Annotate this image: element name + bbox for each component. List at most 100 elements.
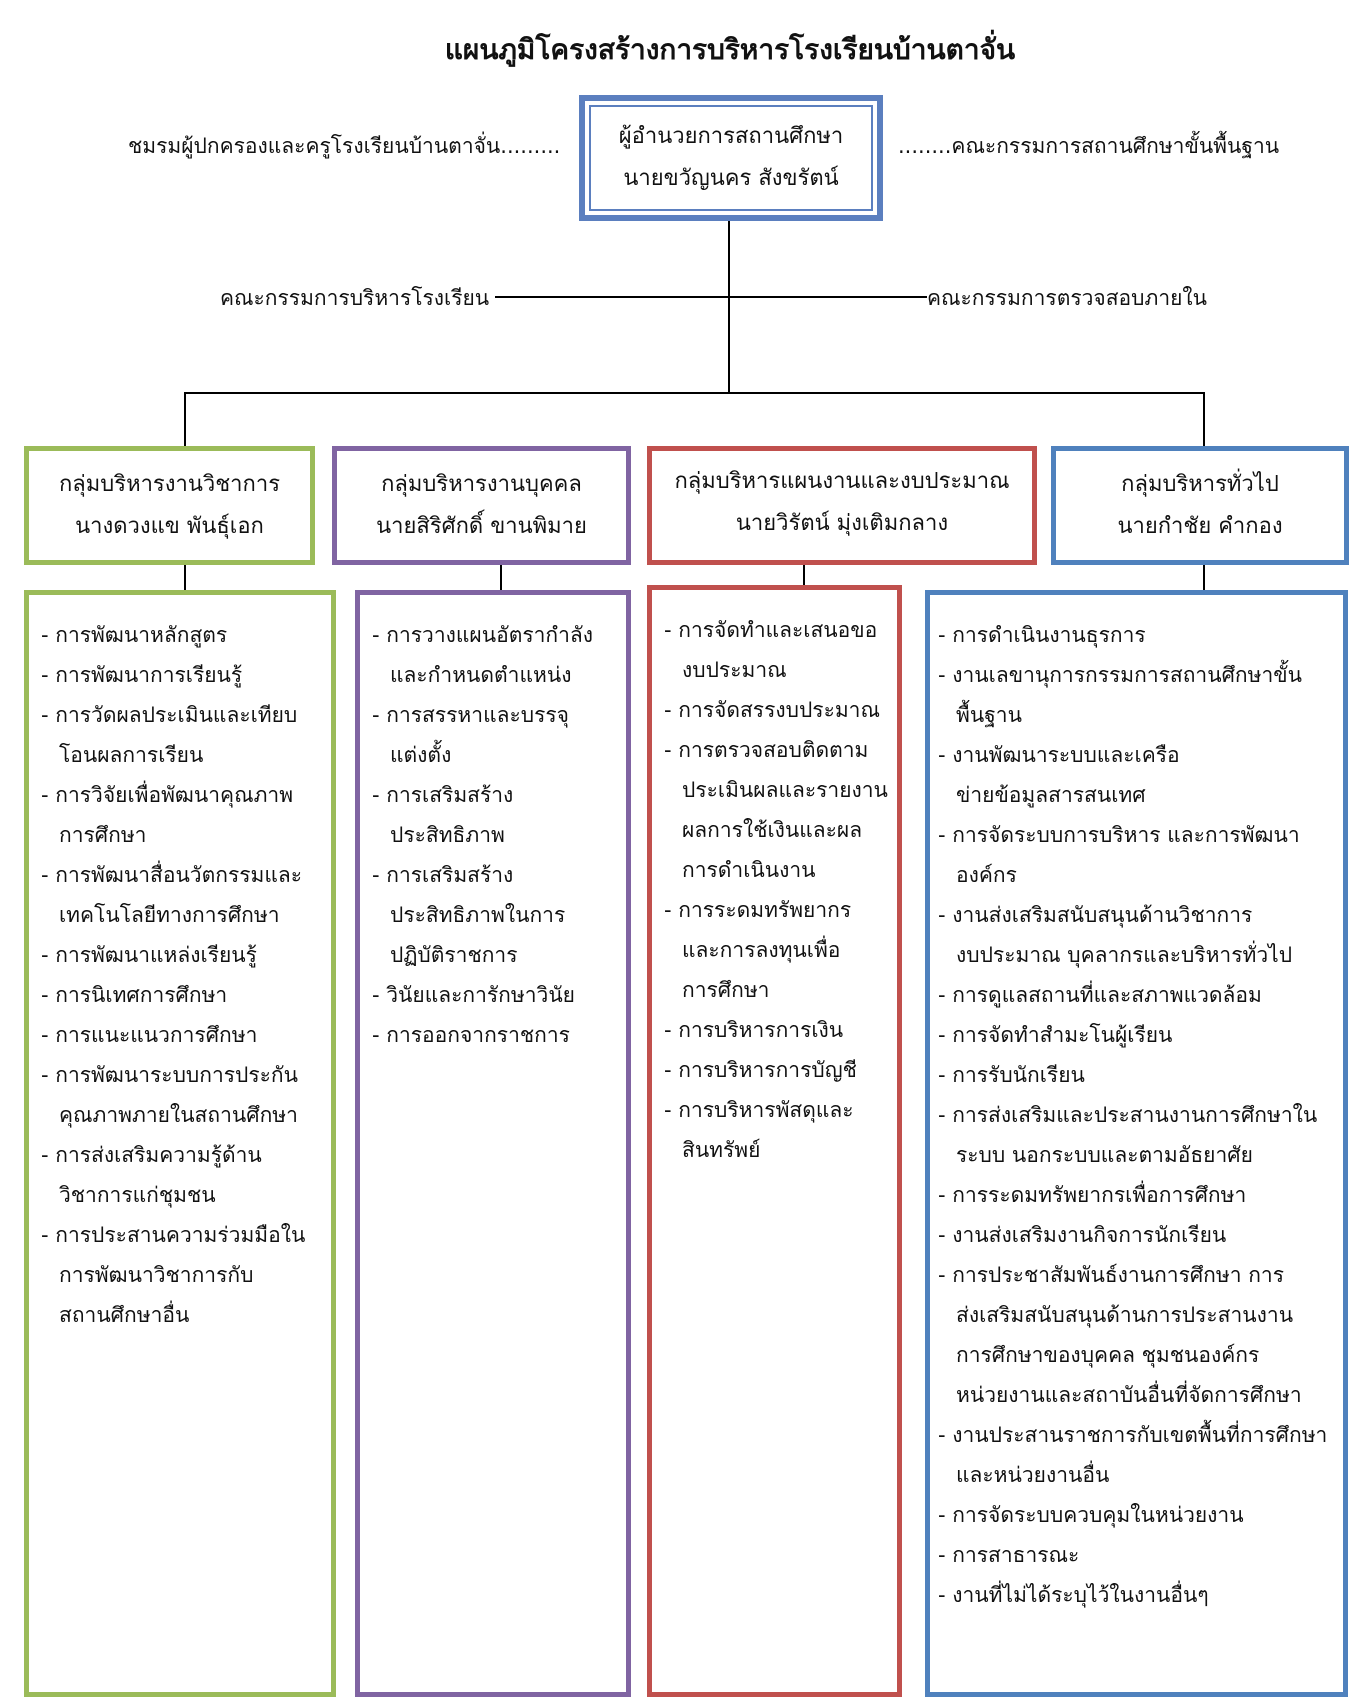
duty-text: การประสานความร่วมมือใน การพัฒนาวิชาการกั… [55,1223,306,1327]
duty-text: การแนะแนวการศึกษา [55,1023,258,1047]
connector-vertical [728,221,730,393]
internal-audit-committee-label: คณะกรรมการตรวจสอบภายใน [927,286,1208,310]
group-budget: กลุ่มบริหารแผนงานและงบประมาณ นายวิรัตน์ … [647,446,1037,565]
duty-text: การพัฒนาการเรียนรู้ [55,663,243,687]
duty-item: - การจัดระบบควบคุมในหน่วยงาน [938,1503,1244,1527]
duty-text: งานส่งเสริมสนับสนุนด้านวิชาการ งบประมาณ … [952,903,1293,967]
duty-text: การพัฒนาแหล่งเรียนรู้ [55,943,257,967]
duty-item: - การจัดทำและเสนอขอ งบประมาณ [664,618,878,682]
duty-item: - การจัดทำสำมะโนผู้เรียน [938,1023,1173,1047]
duty-text: การดูแลสถานที่และสภาพแวดล้อม [952,983,1262,1007]
personnel-duties-list: - การวางแผนอัตรากำลัง และกำหนดตำแหน่ง - ก… [355,590,631,1697]
academic-duties-list: - การพัฒนาหลักสูตร - การพัฒนาการเรียนรู้ -… [24,590,336,1697]
duty-text: การพัฒนาหลักสูตร [55,623,228,647]
duty-text: งานพัฒนาระบบและเครือ ข่ายข้อมูลสารสนเทศ [952,743,1180,807]
duty-text: การจัดทำสำมะโนผู้เรียน [952,1023,1173,1047]
duty-text: งานส่งเสริมงานกิจการนักเรียน [952,1223,1227,1247]
group-head: นายวิรัตน์ มุ่งเติมกลาง [735,511,949,536]
director-box: ผู้อำนวยการสถานศึกษา นายขวัญนคร สังขรัตน… [579,95,883,221]
duty-text: งานที่ไม่ได้ระบุไว้ในงานอื่นๆ [952,1583,1209,1607]
duty-item: - การสรรหาและบรรจุ แต่งตั้ง [372,703,569,767]
duty-item: - การตรวจสอบติดตาม ประเมินผลและรายงาน ผล… [664,738,888,882]
duty-text: การวางแผนอัตรากำลัง และกำหนดตำแหน่ง [386,623,594,687]
duty-item: - งานประสานราชการกับเขตพื้นที่การศึกษา แ… [938,1423,1328,1487]
duty-item: - การบริหารการเงิน [664,1018,844,1042]
duty-item: - งานส่งเสริมงานกิจการนักเรียน [938,1223,1227,1247]
duty-item: - การเสริมสร้าง ประสิทธิภาพในการ ปฏิบัติ… [372,863,566,967]
director-name: นายขวัญนคร สังขรัตน์ [623,166,839,191]
duty-item: - การพัฒนาระบบการประกัน คุณภาพภายในสถานศ… [41,1063,298,1127]
parent-teacher-club-label: ชมรมผู้ปกครองและครูโรงเรียนบ้านตาจั่น...… [128,134,561,158]
duty-text: การดำเนินงานธุรการ [952,623,1146,647]
duty-text: การบริหารการบัญชี [678,1058,857,1082]
duty-item: - การพัฒนาแหล่งเรียนรู้ [41,943,257,967]
duty-item: - การวางแผนอัตรากำลัง และกำหนดตำแหน่ง [372,623,594,687]
duty-item: - การพัฒนาหลักสูตร [41,623,228,647]
connector-budget [803,565,805,590]
duty-text: การสรรหาและบรรจุ แต่งตั้ง [386,703,569,767]
duty-item: - การส่งเสริมความรู้ด้าน วิชาการแก่ชุมชน [41,1143,262,1207]
page-title: แผนภูมิโครงสร้างการบริหารโรงเรียนบ้านตาจ… [444,33,1016,66]
duty-item: - การประสานความร่วมมือใน การพัฒนาวิชาการ… [41,1223,306,1327]
duty-item: - งานส่งเสริมสนับสนุนด้านวิชาการ งบประมา… [938,903,1293,967]
basic-education-committee-label: ........คณะกรรมการสถานศึกษาขั้นพื้นฐาน [898,134,1280,158]
connector-left-drop [184,392,186,446]
duty-item: - งานที่ไม่ได้ระบุไว้ในงานอื่นๆ [938,1583,1209,1607]
duty-item: - การบริหารการบัญชี [664,1058,857,1082]
duty-item: - การวัดผลประเมินและเทียบ โอนผลการเรียน [41,703,298,767]
duty-text: การส่งเสริมและประสานงานการศึกษาใน ระบบ น… [952,1103,1318,1167]
connector-academic [184,565,186,590]
connector-horizontal [184,392,1205,394]
duty-item: - การพัฒนาการเรียนรู้ [41,663,243,687]
group-general: กลุ่มบริหารทั่วไป นายกำชัย คำกอง [1051,446,1349,565]
duty-item: - การประชาสัมพันธ์งานการศึกษา การ ส่งเสร… [938,1263,1302,1407]
duty-text: การระดมทรัพยากร และการลงทุนเพื่อ การศึกษ… [678,898,852,1002]
duty-item: - การพัฒนาสื่อนวัตกรรมและ เทคโนโลยีทางกา… [41,863,303,927]
duty-item: - การระดมทรัพยากร และการลงทุนเพื่อ การศึ… [664,898,852,1002]
duty-text: การส่งเสริมความรู้ด้าน วิชาการแก่ชุมชน [55,1143,262,1207]
duty-item: - การระดมทรัพยากรเพื่อการศึกษา [938,1183,1247,1207]
duty-text: การประชาสัมพันธ์งานการศึกษา การ ส่งเสริม… [952,1263,1302,1407]
duty-item: - วินัยและการักษาวินัย [372,983,575,1007]
duty-item: - การบริหารพัสดุและ สินทรัพย์ [664,1098,854,1162]
duty-text: การบริหารการเงิน [678,1018,844,1042]
group-title: กลุ่มบริหารทั่วไป [1121,471,1279,497]
duty-text: งานประสานราชการกับเขตพื้นที่การศึกษา และ… [952,1423,1328,1487]
duty-text: การจัดสรรงบประมาณ [678,698,880,722]
duty-text: การสาธารณะ [952,1543,1080,1567]
duty-item: - งานเลขานุการกรรมการสถานศึกษาขั้น พื้นฐ… [938,663,1302,727]
duty-text: การระดมทรัพยากรเพื่อการศึกษา [952,1183,1247,1207]
duty-text: การจัดระบบการบริหาร และการพัฒนา องค์กร [952,823,1300,887]
duty-text: งานเลขานุการกรรมการสถานศึกษาขั้น พื้นฐาน [952,663,1302,727]
duty-text: การเสริมสร้าง ประสิทธิภาพในการ ปฏิบัติรา… [386,863,566,967]
school-admin-committee-label: คณะกรรมการบริหารโรงเรียน [220,286,490,310]
duty-text: การรับนักเรียน [952,1063,1085,1087]
duty-item: - การวิจัยเพื่อพัฒนาคุณภาพ การศึกษา [41,783,294,847]
group-title: กลุ่มบริหารงานวิชาการ [58,471,281,497]
duty-item: - การดำเนินงานธุรการ [938,623,1146,647]
group-head: นางดวงแข พันธุ์เอก [75,513,264,539]
duty-item: - การออกจากราชการ [372,1023,570,1047]
duty-item: - การจัดสรรงบประมาณ [664,698,880,722]
duty-text: การจัดระบบควบคุมในหน่วยงาน [952,1503,1244,1527]
connector-right-drop [1203,392,1205,446]
group-title: กลุ่มบริหารแผนงานและงบประมาณ [674,469,1010,494]
group-academic: กลุ่มบริหารงานวิชาการ นางดวงแข พันธุ์เอก [24,446,315,565]
duty-item: - การส่งเสริมและประสานงานการศึกษาใน ระบบ… [938,1103,1318,1167]
connector-personnel [500,565,502,590]
duty-text: การวัดผลประเมินและเทียบ โอนผลการเรียน [55,703,298,767]
duty-text: การบริหารพัสดุและ สินทรัพย์ [678,1098,854,1162]
duty-item: - การรับนักเรียน [938,1063,1085,1087]
duty-text: การวิจัยเพื่อพัฒนาคุณภาพ การศึกษา [55,783,294,847]
group-personnel: กลุ่มบริหารงานบุคคล นายสิริศักดิ์ ขานพิม… [332,446,631,565]
connector-committees [495,296,927,298]
duty-text: การจัดทำและเสนอขอ งบประมาณ [678,618,878,682]
duty-text: วินัยและการักษาวินัย [386,983,575,1007]
group-head: นายกำชัย คำกอง [1117,513,1283,539]
duty-item: - การแนะแนวการศึกษา [41,1023,258,1047]
group-head: นายสิริศักดิ์ ขานพิมาย [376,513,587,539]
duty-text: การตรวจสอบติดตาม ประเมินผลและรายงาน ผลกา… [678,738,888,882]
group-title: กลุ่มบริหารงานบุคคล [381,471,582,497]
duty-item: - การนิเทศการศึกษา [41,983,228,1007]
connector-general [1203,565,1205,590]
